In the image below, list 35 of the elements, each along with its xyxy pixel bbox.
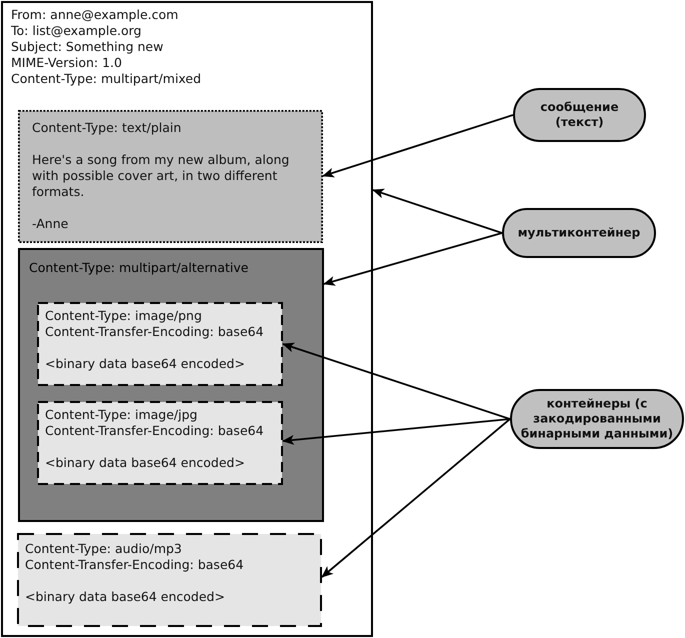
arrow — [282, 418, 510, 445]
image-part-box — [37, 302, 283, 386]
header-line: Content-Type: image/jpg — [45, 407, 198, 423]
arrow — [282, 342, 510, 420]
header-line: <binary data base64 encoded> — [45, 356, 246, 372]
header-line: Content-Type: text/plain — [32, 120, 182, 136]
header-line: Content-Type: multipart/mixed — [11, 71, 202, 87]
header-line: To: list@example.org — [11, 23, 142, 39]
header-line: Content-Transfer-Encoding: base64 — [25, 557, 245, 573]
message-box — [1, 1, 373, 637]
callout-label: мультиконтейнер — [516, 226, 642, 240]
header-line: Content-Type: multipart/alternative — [29, 260, 250, 276]
arrow — [372, 188, 502, 234]
audio-part-box — [17, 533, 322, 627]
callout-pill — [502, 208, 656, 258]
arrow — [322, 114, 514, 178]
header-line: Content-Transfer-Encoding: base64 — [45, 423, 265, 439]
header-line: Content-Type: image/png — [45, 308, 203, 324]
arrow — [321, 418, 511, 578]
callout-pill — [513, 88, 646, 142]
image-part-box — [37, 401, 283, 485]
header-line: From: anne@example.com — [11, 7, 180, 23]
header-line: <binary data base64 encoded> — [25, 589, 226, 605]
header-line: Subject: Something new — [11, 39, 164, 55]
text-part-box — [18, 110, 323, 243]
header-line: Content-Type: audio/mp3 — [25, 541, 183, 557]
body-text: Here's a song from my new album, along with possible cover art, in two different formats. — [32, 152, 290, 200]
header-line: <binary data base64 encoded> — [45, 455, 246, 471]
header-line: MIME-Version: 1.0 — [11, 55, 123, 71]
header-line: -Anne — [32, 216, 70, 232]
multipart-box — [18, 248, 324, 522]
callout-label: контейнеры (с закодированными бинарными данными) — [520, 396, 674, 442]
arrow — [323, 232, 502, 286]
callout-label: сообщение (текст) — [539, 100, 620, 130]
header-line: Content-Transfer-Encoding: base64 — [45, 324, 265, 340]
